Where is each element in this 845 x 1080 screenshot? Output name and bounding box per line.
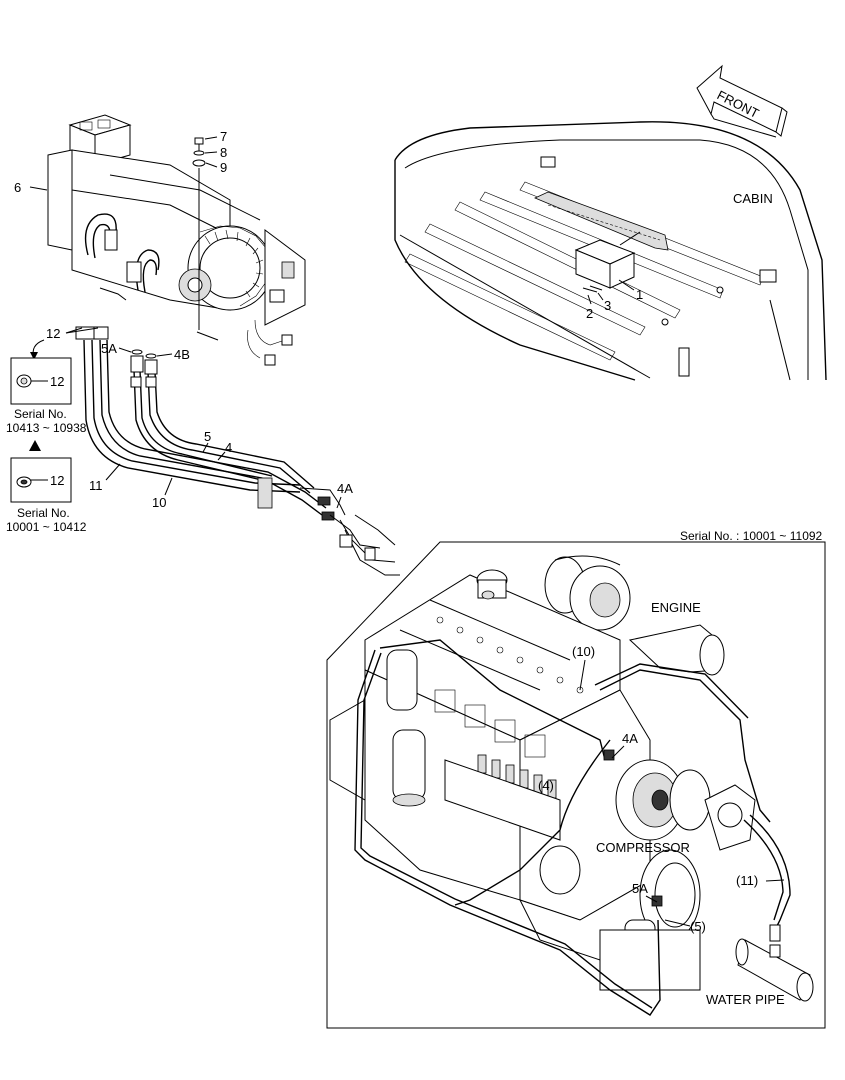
- water-pipe-label: WATER PIPE: [706, 992, 785, 1007]
- engine-callout-5: (5): [690, 919, 706, 934]
- callout-9: 9: [220, 160, 227, 175]
- callout-10: 10: [152, 495, 166, 510]
- callout-3: 3: [604, 298, 611, 313]
- connector: [281, 334, 293, 346]
- callout-7: 7: [220, 129, 227, 144]
- roof-bolt: [716, 286, 724, 294]
- compressor-label: COMPRESSOR: [596, 840, 690, 855]
- serial-1-line1: Serial No.: [14, 407, 67, 421]
- serial-box-2: 12 Serial No. 10001 ~ 10412: [6, 457, 87, 534]
- callout-12: 12: [46, 326, 60, 341]
- callout-6: 6: [14, 180, 21, 195]
- callout-11: 11: [89, 478, 103, 493]
- callout-4b: 4B: [174, 347, 190, 362]
- callout-4: 4: [225, 440, 232, 455]
- callout-5a: 5A: [101, 341, 117, 356]
- engine-callout-11: (11): [736, 873, 758, 888]
- serial-box-1: 12 Serial No. 10413 ~ 10938: [6, 357, 87, 435]
- engine-hoses: [354, 639, 791, 1016]
- serial-2-line1: Serial No.: [17, 506, 70, 520]
- serial-2-callout: 12: [50, 473, 64, 488]
- engine-frame: [326, 541, 826, 1029]
- callout-8: 8: [220, 145, 227, 160]
- callout-2: 2: [586, 306, 593, 321]
- cabin-module: [574, 231, 641, 289]
- compressor-unit: [615, 759, 756, 851]
- callout-1: 1: [636, 287, 643, 302]
- callout-5: 5: [204, 429, 211, 444]
- up-arrow: [29, 440, 41, 451]
- engine-callout-4a: 4A: [622, 731, 638, 746]
- serial-1-line2: 10413 ~ 10938: [6, 421, 87, 435]
- engine-callout-5a: 5A: [632, 881, 648, 896]
- bolt-stack: [192, 136, 218, 330]
- cabin-roof: 1 2 3 CABIN: [394, 121, 827, 381]
- engine-serial-range: Serial No. : 10001 ~ 11092: [680, 529, 823, 543]
- roof-bolt: [661, 318, 669, 326]
- cabin-hinge: [678, 347, 690, 377]
- engine-label: ENGINE: [651, 600, 701, 615]
- arrow-head: [30, 352, 38, 360]
- connector: [264, 354, 276, 366]
- cabin-label: CABIN: [733, 191, 773, 206]
- water-pipe: [735, 938, 814, 1002]
- roof-bolt: [759, 269, 777, 283]
- engine-callout-10: (10): [572, 644, 595, 659]
- front-arrow: FRONT: [696, 64, 788, 138]
- hoses: [75, 326, 400, 576]
- serial-1-callout: 12: [50, 374, 64, 389]
- heater-unit: [47, 114, 306, 366]
- engine-callout-4: (4): [538, 778, 554, 793]
- roof-bolt: [540, 156, 556, 168]
- callout-4a: 4A: [337, 481, 353, 496]
- serial-2-line2: 10001 ~ 10412: [6, 520, 87, 534]
- engine: [329, 555, 756, 991]
